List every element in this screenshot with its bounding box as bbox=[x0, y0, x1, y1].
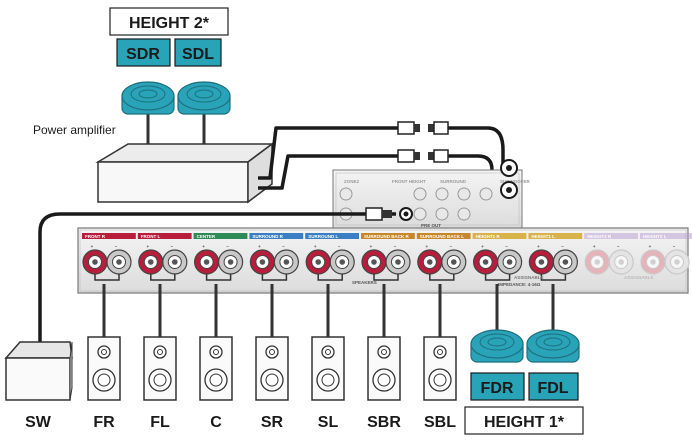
svg-text:+: + bbox=[146, 244, 149, 249]
channel-label: HEIGHT1 L bbox=[531, 234, 555, 239]
speaker-label-fl: FL bbox=[150, 414, 170, 431]
rca-plugs bbox=[397, 121, 449, 163]
svg-text:−: − bbox=[282, 244, 285, 249]
channel-label: SURROUND R bbox=[252, 234, 283, 239]
speakers-label: SPEAKERS bbox=[352, 280, 377, 285]
channel-label: FRONT L bbox=[141, 234, 161, 239]
sdr-speaker-icon bbox=[121, 81, 175, 145]
subwoofer-cable bbox=[38, 207, 396, 348]
svg-text:−: − bbox=[673, 244, 676, 249]
svg-text:−: − bbox=[561, 244, 564, 249]
svg-text:+: + bbox=[370, 244, 373, 249]
fdl-badge bbox=[528, 372, 579, 401]
channel-label: FRONT R bbox=[85, 234, 106, 239]
height2-title-box bbox=[109, 7, 229, 36]
svg-text:+: + bbox=[537, 244, 540, 249]
svg-text:+: + bbox=[314, 244, 317, 249]
channel-front-l: FRONT L + − bbox=[137, 233, 192, 281]
channel-label: HEIGHT2 L bbox=[643, 234, 667, 239]
channel-surround-l: SURROUND L + − bbox=[305, 233, 359, 281]
fdr-speaker-icon bbox=[470, 329, 524, 363]
svg-text:−: − bbox=[170, 244, 173, 249]
channel-height1-l: HEIGHT1 L + − bbox=[528, 233, 583, 281]
height1-title-box bbox=[464, 406, 584, 435]
impedance-label: IMPEDANCE: 4-16Ω bbox=[498, 282, 541, 287]
channel-label: HEIGHT2 R bbox=[587, 234, 612, 239]
floor-speakers bbox=[87, 336, 457, 401]
speaker-c-icon bbox=[199, 336, 233, 401]
speaker-labels: SW FR FL C SR SL SBR SBL bbox=[25, 414, 456, 431]
speaker-sbr-icon bbox=[367, 336, 401, 401]
fdl-speaker-icon bbox=[526, 329, 580, 363]
speaker-label-c: C bbox=[210, 414, 222, 431]
svg-text:−: − bbox=[505, 244, 508, 249]
speaker-sbl-icon bbox=[423, 336, 457, 401]
speaker-fr-icon bbox=[87, 336, 121, 401]
svg-text:+: + bbox=[91, 244, 94, 249]
channel-height2-l: HEIGHT2 L + − bbox=[640, 233, 692, 275]
svg-text:−: − bbox=[617, 244, 620, 249]
channel-surround-back-l: SURROUND BACK L + − bbox=[416, 233, 471, 281]
speaker-label-sr: SR bbox=[261, 414, 284, 431]
channel-label: SURROUND L bbox=[308, 234, 338, 239]
channel-strips: FRONT R+−FRONT L+−CENTER+−SURROUND R+−SU… bbox=[82, 233, 692, 281]
channel-label: HEIGHT1 R bbox=[476, 234, 501, 239]
channel-label: CENTER bbox=[197, 234, 216, 239]
sdl-label: SDL bbox=[182, 46, 214, 63]
height1-title: HEIGHT 1* bbox=[484, 414, 565, 431]
speaker-label-sbl: SBL bbox=[424, 414, 456, 431]
svg-text:−: − bbox=[226, 244, 229, 249]
svg-text:+: + bbox=[481, 244, 484, 249]
svg-text:−: − bbox=[338, 244, 341, 249]
svg-text:−: − bbox=[394, 244, 397, 249]
channel-front-r: FRONT R + − bbox=[82, 233, 136, 281]
connector-label-front-height: FRONT HEIGHT bbox=[392, 179, 426, 184]
channel-center: CENTER + − bbox=[193, 233, 248, 281]
subwoofer-icon bbox=[4, 341, 73, 401]
speaker-label-sw: SW bbox=[25, 414, 52, 431]
svg-text:+: + bbox=[649, 244, 652, 249]
assignable-label: ASSIGNABLE bbox=[514, 275, 544, 280]
speaker-fl-icon bbox=[143, 336, 177, 401]
svg-text:+: + bbox=[258, 244, 261, 249]
connector-label-surround: SURROUND bbox=[440, 179, 467, 184]
speaker-sl-icon bbox=[311, 336, 345, 401]
speaker-sr-icon bbox=[255, 336, 289, 401]
svg-text:−: − bbox=[449, 244, 452, 249]
channel-height2-r: HEIGHT2 R + − bbox=[584, 233, 638, 275]
sdr-badge bbox=[116, 38, 171, 67]
channel-label: SURROUND BACK L bbox=[420, 234, 464, 239]
power-amplifier-label: Power amplifier bbox=[33, 123, 116, 137]
height2-title: HEIGHT 2* bbox=[129, 15, 210, 32]
power-amplifier bbox=[95, 142, 275, 204]
connector-label-subwoofer: SUBWOOFER bbox=[500, 179, 530, 184]
channel-label: SURROUND BACK R bbox=[364, 234, 409, 239]
connector-label-zone2: ZONE2 bbox=[344, 179, 360, 184]
sdr-label: SDR bbox=[126, 46, 160, 63]
fdr-label: FDR bbox=[481, 380, 514, 397]
speaker-wires bbox=[102, 284, 555, 340]
channel-surround-r: SURROUND R + − bbox=[249, 233, 304, 281]
speaker-label-sl: SL bbox=[318, 414, 339, 431]
height2-group: HEIGHT 2* SDR SDL bbox=[109, 7, 229, 67]
assignable-label-2: ASSIGNABLE bbox=[624, 275, 654, 280]
fdl-label: FDL bbox=[537, 380, 568, 397]
receiver-preout-section: ZONE2 FRONT HEIGHT SURROUND SUBWOOFER PR… bbox=[332, 159, 530, 229]
sdl-speaker-icon bbox=[177, 81, 231, 145]
height1-group: FDR FDL HEIGHT 1* bbox=[464, 372, 584, 435]
pre-out-label: PRE OUT bbox=[421, 223, 441, 228]
svg-text:+: + bbox=[593, 244, 596, 249]
speaker-label-fr: FR bbox=[93, 414, 115, 431]
fdr-badge bbox=[470, 372, 525, 401]
svg-text:−: − bbox=[115, 244, 118, 249]
channel-surround-back-r: SURROUND BACK R + − bbox=[361, 233, 415, 281]
speaker-label-sbr: SBR bbox=[367, 414, 401, 431]
sdl-badge bbox=[174, 38, 222, 67]
svg-text:+: + bbox=[425, 244, 428, 249]
channel-height1-r: HEIGHT1 R + − bbox=[472, 233, 527, 281]
svg-text:+: + bbox=[202, 244, 205, 249]
